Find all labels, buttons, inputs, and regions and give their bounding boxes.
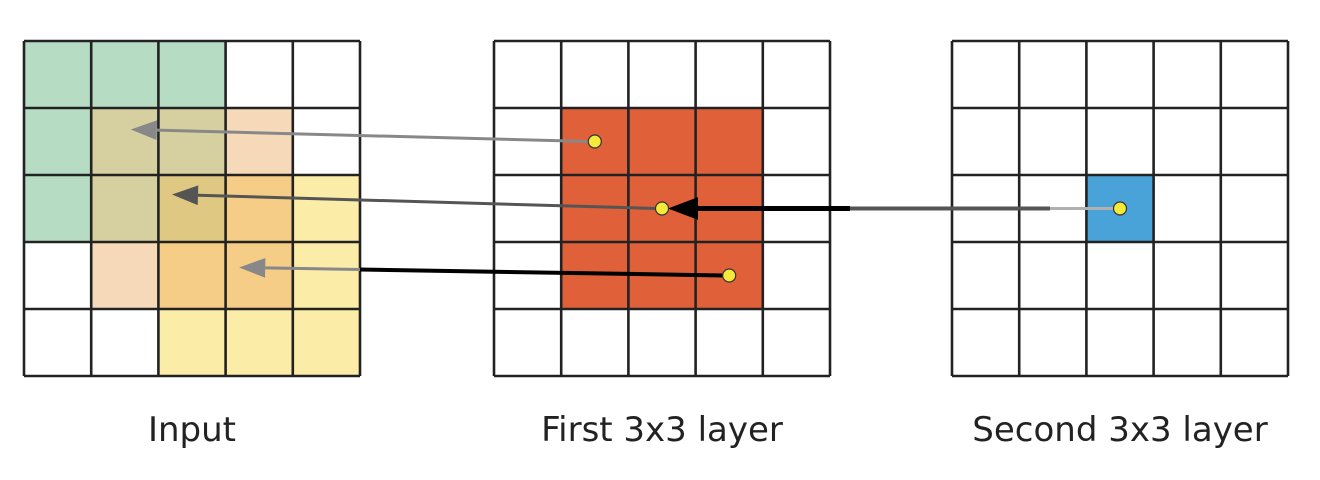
- arrow-tail: [359, 267, 724, 278]
- input-cell-yellow: [292, 309, 360, 376]
- arrows: [130, 120, 1120, 278]
- arrow-second-to-first: [668, 197, 850, 220]
- input-cell-yellow: [292, 242, 360, 309]
- input-cell-yellow: [225, 309, 293, 376]
- input-cell-overlap-green-peach: [158, 108, 226, 175]
- first-layer-label: First 3x3 layer: [541, 410, 783, 450]
- input-cell-green: [91, 41, 159, 108]
- center-dots: [587, 134, 1128, 283]
- input-cell-overlap-all: [158, 175, 226, 242]
- input-cell-green: [24, 108, 92, 175]
- input-cell-overlap-green-peach: [91, 108, 159, 175]
- input-cell-peach: [91, 242, 159, 309]
- input-cell-green: [24, 175, 92, 242]
- input-cell-yellow: [292, 175, 360, 242]
- first-layer-highlight-cell: [628, 108, 696, 175]
- second-layer-label: Second 3x3 layer: [972, 410, 1268, 450]
- input-cell-overlap-green-peach: [91, 175, 159, 242]
- input-grid-label: Input: [147, 410, 237, 450]
- first-layer-highlight-cell: [695, 108, 763, 175]
- input-cell-green: [24, 41, 92, 108]
- input-cell-peach: [225, 108, 293, 175]
- arrow-first-to-input-bottom: [239, 258, 361, 278]
- input-cell-overlap-peach-yellow: [158, 242, 226, 309]
- input-cell-green: [158, 41, 226, 108]
- center-dot: [654, 201, 670, 216]
- arrow-first-to-input-top: [130, 120, 589, 143]
- input-grid: [22, 39, 362, 378]
- input-cell-overlap-peach-yellow: [225, 175, 293, 242]
- center-dot: [1112, 201, 1128, 216]
- center-dot: [587, 134, 602, 149]
- input-cell-overlap-peach-yellow: [225, 242, 293, 309]
- arrow-first-to-input-middle: [172, 185, 657, 210]
- center-dot: [722, 268, 737, 283]
- input-cell-yellow: [158, 309, 226, 376]
